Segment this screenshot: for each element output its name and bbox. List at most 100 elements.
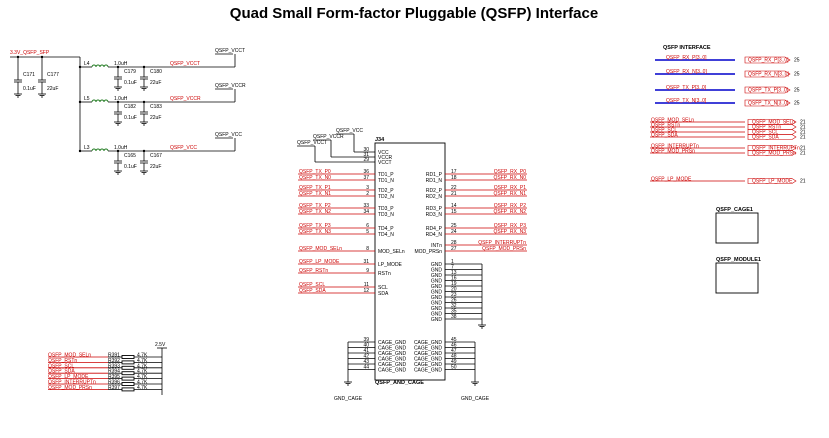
pin-number: 45 [451, 337, 457, 343]
pin-name: CAGE_GND [378, 346, 406, 352]
inductor-value: 1.0uH [114, 96, 128, 102]
capacitor-ref: C182 [124, 104, 136, 110]
supply-flag-label: QSFP_VCCR [215, 83, 246, 89]
mech-part-box [715, 212, 759, 244]
pin-name: TD3_N [378, 212, 394, 218]
port-box [747, 145, 797, 151]
pin-name: CAGE_GND [414, 368, 442, 374]
pin-name: GND [431, 312, 443, 318]
supply-flag-label: QSFP_VCC [336, 128, 363, 134]
inductor-coil [91, 99, 97, 103]
inductor-coil [91, 64, 97, 68]
inductor-coil [99, 99, 105, 103]
port-box [747, 150, 797, 156]
net-label: QSFP_RSTn [299, 268, 328, 274]
pin-number: 20 [451, 287, 457, 293]
port-box [744, 86, 791, 94]
capacitor-ref: C167 [150, 153, 162, 159]
pin-name: VCCT [378, 160, 392, 166]
port-box [747, 129, 797, 135]
pin-number: 31 [363, 152, 369, 158]
net-label: QSFP_INTERRUPTn [48, 380, 96, 386]
inductor-ref: L3 [84, 145, 90, 151]
pin-number: 47 [451, 348, 457, 354]
net-label: QSFP_TX_P3 [299, 223, 331, 229]
pin-name: GND [431, 317, 443, 323]
port-label: QSFP_SDA [752, 135, 779, 141]
pin-name: RD3_P [426, 206, 443, 212]
inductor-coil [95, 64, 101, 68]
pin-number: 37 [363, 175, 369, 181]
pin-name: GND [431, 284, 443, 290]
net-label: QSFP_TX_N1 [299, 191, 331, 197]
pin-name: TD4_N [378, 232, 394, 238]
filtered-net-label: QSFP_VCC [170, 145, 197, 151]
net-label: QSFP_RX_P3 [494, 223, 526, 229]
port-ref: 21 [800, 151, 806, 157]
pin-name: LP_MODE [378, 262, 403, 268]
capacitor-value: 0.1uF [124, 115, 137, 121]
bus-label: QSFP_TX_N[3..0] [666, 98, 707, 104]
capacitor-value: 0.1uF [124, 80, 137, 86]
port-label: QSFP_TX_P[3..0] [748, 88, 789, 94]
pin-name: SDA [378, 291, 389, 297]
supply-flag-label: QSFP_VCC [215, 132, 242, 138]
pin-name: GND [431, 290, 443, 296]
control-label: QSFP_INTERRUPTn [651, 144, 699, 150]
inductor-coil [103, 64, 109, 68]
resistor-value: 4.7K [137, 369, 148, 375]
net-label: QSFP_MOD_PRSn [48, 385, 92, 391]
resistor-body [121, 371, 135, 376]
capacitor-ref: C183 [150, 104, 162, 110]
net-label: QSFP_SDA [48, 369, 75, 375]
resistor-ref: R395 [108, 374, 120, 380]
port-ref: 25 [794, 101, 800, 107]
pin-name: SCL [378, 285, 388, 291]
net-label: QSFP_RX_N3 [493, 229, 526, 235]
capacitor-value: 22uF [150, 164, 161, 170]
net-label: QSFP_RX_N1 [493, 191, 526, 197]
port-ref: 25 [794, 88, 800, 94]
supply-flag-label: QSFP_VCCT [215, 48, 245, 54]
control-label: QSFP_LP_MODE [651, 177, 692, 183]
pin-number: 26 [451, 298, 457, 304]
port-label: QSFP_MOD_SELn [752, 120, 795, 126]
resistor-value: 4.7K [137, 353, 148, 359]
control-label: QSFP_MOD_SELn [651, 118, 694, 124]
pin-number: 8 [366, 246, 369, 252]
pin-number: 34 [363, 209, 369, 215]
capacitor-value: 0.1uF [23, 86, 36, 92]
net-label: QSFP_RX_P2 [494, 203, 526, 209]
port-label: QSFP_INTERRUPTn [752, 146, 800, 152]
pin-number: 43 [363, 359, 369, 365]
pin-name: CAGE_GND [414, 346, 442, 352]
pin-number: 6 [366, 223, 369, 229]
pin-name: MOD_PRSn [414, 249, 442, 255]
capacitor-ref: C177 [47, 72, 59, 78]
pin-number: 18 [451, 175, 457, 181]
capacitor-value: 22uF [47, 86, 58, 92]
mech-part-label: QSFP_MODULE1 [716, 257, 761, 263]
inductor-coil [99, 148, 105, 152]
capacitor-value: 22uF [150, 115, 161, 121]
pin-name: RD1_P [426, 172, 443, 178]
pin-name: GND [431, 273, 443, 279]
net-label: QSFP_SCL [48, 363, 74, 369]
pin-number: 19 [451, 281, 457, 287]
pin-name: CAGE_GND [414, 340, 442, 346]
pin-name: GND [431, 306, 443, 312]
net-label: QSFP_LP_MODE [299, 259, 340, 265]
net-label: QSFP_MOD_SELn [48, 353, 91, 359]
port-label: QSFP_RX_N[3..0] [748, 72, 789, 78]
resistor-value: 4.7K [137, 385, 148, 391]
bus-label: QSFP_TX_P[3..0] [666, 85, 707, 91]
net-label: QSFP_TX_N0 [299, 175, 331, 181]
inductor-coil [91, 148, 97, 152]
pin-name: CAGE_GND [414, 362, 442, 368]
pin-name: VCCR [378, 155, 393, 161]
pin-number: 35 [451, 309, 457, 315]
pin-number: 50 [451, 365, 457, 371]
net-label: QSFP_TX_P2 [299, 203, 331, 209]
